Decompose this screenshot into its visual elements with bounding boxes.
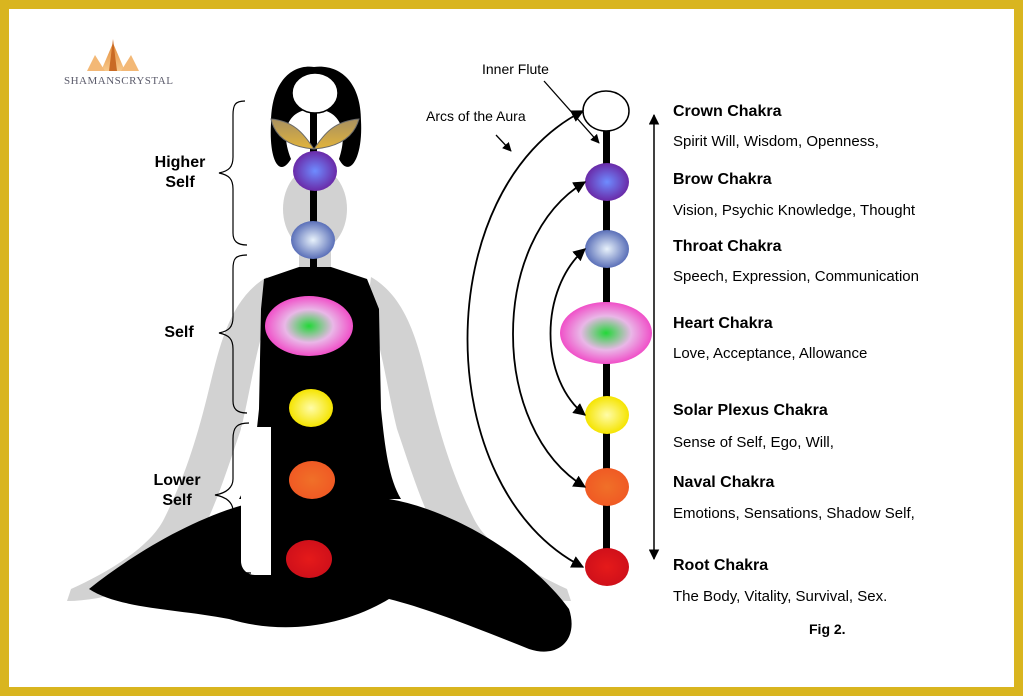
crown-chakra-name: Crown Chakra <box>673 103 782 120</box>
heart-chakra-desc: Love, Acceptance, Allowance <box>673 345 868 362</box>
brow-chakra-name: Brow Chakra <box>673 171 772 188</box>
lower-self-label: Lower Self <box>153 472 201 509</box>
fig2-naval-chakra <box>585 468 629 506</box>
higher-self-label: Higher Self <box>154 154 206 191</box>
logo-text: SHAMANSCRYSTAL <box>64 75 174 87</box>
fig1-heart-chakra <box>265 296 353 356</box>
fig1-solar-chakra <box>289 389 333 427</box>
fig1-throat-chakra <box>291 221 335 259</box>
fig1-root-chakra <box>286 540 332 578</box>
arcs-pointer <box>495 134 512 152</box>
fig1-chakras <box>265 72 353 578</box>
throat-chakra-name: Throat Chakra <box>673 238 782 255</box>
solar-plexus-chakra-name: Solar Plexus Chakra <box>673 402 828 419</box>
fig1-brow-chakra <box>293 151 337 191</box>
fig1-naval-chakra <box>289 461 335 499</box>
meditating-figure-silhouette <box>67 66 572 652</box>
chakra-artwork <box>67 39 660 652</box>
naval-chakra-name: Naval Chakra <box>673 474 775 491</box>
fig2-brow-chakra <box>585 163 629 201</box>
fig1-crown-chakra <box>291 72 339 114</box>
naval-chakra-desc: Emotions, Sensations, Shadow Self, <box>673 505 915 522</box>
fig2-solar-chakra <box>585 396 629 434</box>
arcs-of-aura-label: Arcs of the Aura <box>426 108 526 124</box>
root-chakra-name: Root Chakra <box>673 557 769 574</box>
fig2-label: Fig 2. <box>809 621 846 637</box>
fig2-root-chakra <box>585 548 629 586</box>
brow-chakra-desc: Vision, Psychic Knowledge, Thought <box>673 202 916 219</box>
aura-arcs <box>466 110 587 568</box>
fig2-crown-chakra <box>582 90 630 132</box>
solar-plexus-chakra-desc: Sense of Self, Ego, Will, <box>673 434 834 451</box>
fig2-heart-chakra <box>560 302 652 364</box>
crystal-logo-icon <box>87 39 139 71</box>
inner-flute-label: Inner Flute <box>482 61 549 77</box>
self-label: Self <box>164 324 194 341</box>
inner-flute-pointer <box>543 80 600 144</box>
fig1-label: Fig 1. <box>386 581 423 597</box>
throat-chakra-desc: Speech, Expression, Communication <box>673 268 919 285</box>
group-braces <box>214 100 252 574</box>
crown-chakra-desc: Spirit Will, Wisdom, Openness, <box>673 133 879 150</box>
crescent-crown-icon <box>270 118 360 150</box>
heart-chakra-name: Heart Chakra <box>673 315 773 332</box>
root-chakra-desc: The Body, Vitality, Survival, Sex. <box>673 588 888 605</box>
fig2-throat-chakra <box>585 230 629 268</box>
